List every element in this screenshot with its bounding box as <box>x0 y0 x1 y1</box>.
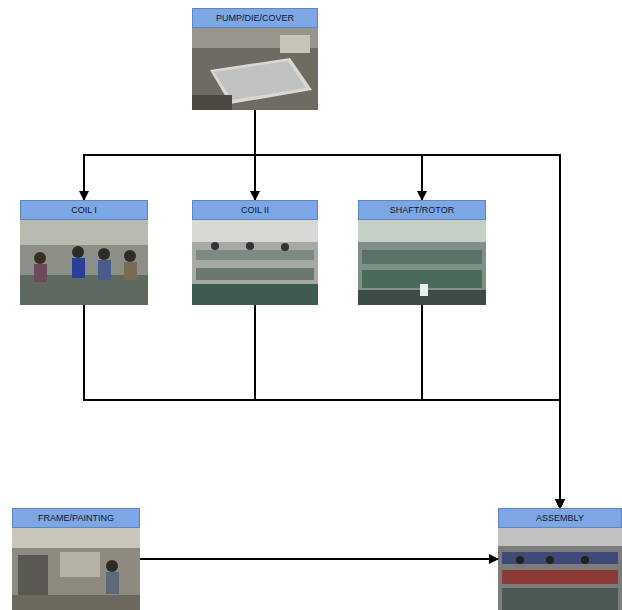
flow-arrow <box>140 558 498 560</box>
flow-arrow <box>422 305 560 508</box>
process-box: COIL II <box>192 200 318 305</box>
flow-arrow <box>84 110 255 200</box>
flow-arrow <box>255 110 560 508</box>
workshop-photo <box>192 28 318 110</box>
box-header: ASSEMBLY <box>498 508 622 528</box>
process-box: COIL I <box>20 200 148 305</box>
box-title: PUMP/DIE/COVER <box>216 13 294 23</box>
box-header: COIL II <box>192 200 318 220</box>
box-title: COIL II <box>241 205 269 215</box>
box-header: SHAFT/ROTOR <box>358 200 486 220</box>
flow-arrow <box>84 305 560 508</box>
process-box: SHAFT/ROTOR <box>358 200 486 305</box>
box-title: COIL I <box>71 205 97 215</box>
box-title: ASSEMBLY <box>536 513 584 523</box>
process-box: PUMP/DIE/COVER <box>192 8 318 110</box>
box-title: FRAME/PAINTING <box>38 513 114 523</box>
box-header: COIL I <box>20 200 148 220</box>
workshop-photo <box>192 220 318 305</box>
box-header: PUMP/DIE/COVER <box>192 8 318 28</box>
box-header: FRAME/PAINTING <box>12 508 140 528</box>
workshop-photo <box>358 220 486 305</box>
process-box: ASSEMBLY <box>498 508 622 610</box>
workshop-photo <box>20 220 148 305</box>
box-title: SHAFT/ROTOR <box>390 205 454 215</box>
workshop-photo <box>12 528 140 610</box>
process-box: FRAME/PAINTING <box>12 508 140 610</box>
flow-arrow <box>255 305 560 508</box>
workshop-photo <box>498 528 622 610</box>
